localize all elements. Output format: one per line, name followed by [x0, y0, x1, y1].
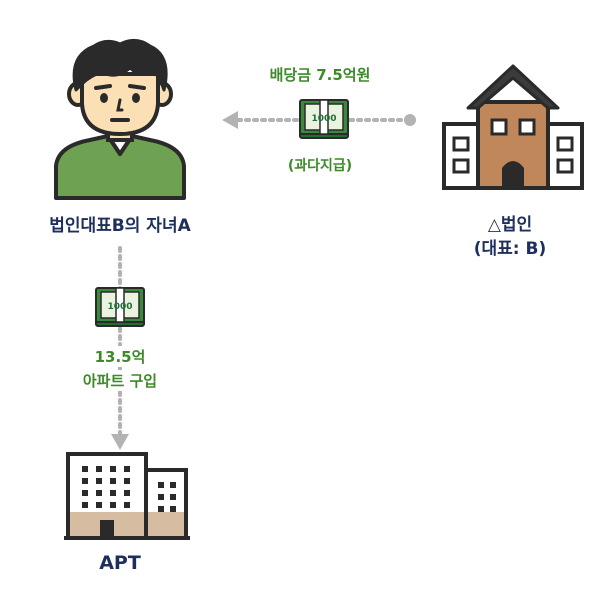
purchase-arrow: [111, 246, 129, 450]
dividend-note-label: (과다지급): [287, 158, 353, 174]
corporation-label-line1: △법인: [487, 215, 533, 235]
banknote-value-text: 1000: [311, 114, 336, 124]
banknote-bundle-icon: 1000: [299, 99, 349, 139]
person-label: 법인대표B의 자녀A: [49, 216, 191, 236]
apt-label: APT: [99, 552, 141, 574]
banknote-value-text: 1000: [107, 302, 132, 312]
apartment-building-icon: [64, 452, 190, 540]
purchase-desc-label: 아파트 구입: [50, 370, 190, 391]
banknote-bundle-icon: 1000: [95, 287, 145, 327]
person-icon: [54, 39, 186, 200]
corporation-label-line2: (대표: B): [473, 239, 547, 259]
purchase-amount-label: 13.5억: [50, 346, 190, 367]
dividend-amount-label: 배당금 7.5억원: [269, 66, 371, 84]
house-building-icon: [442, 64, 584, 190]
